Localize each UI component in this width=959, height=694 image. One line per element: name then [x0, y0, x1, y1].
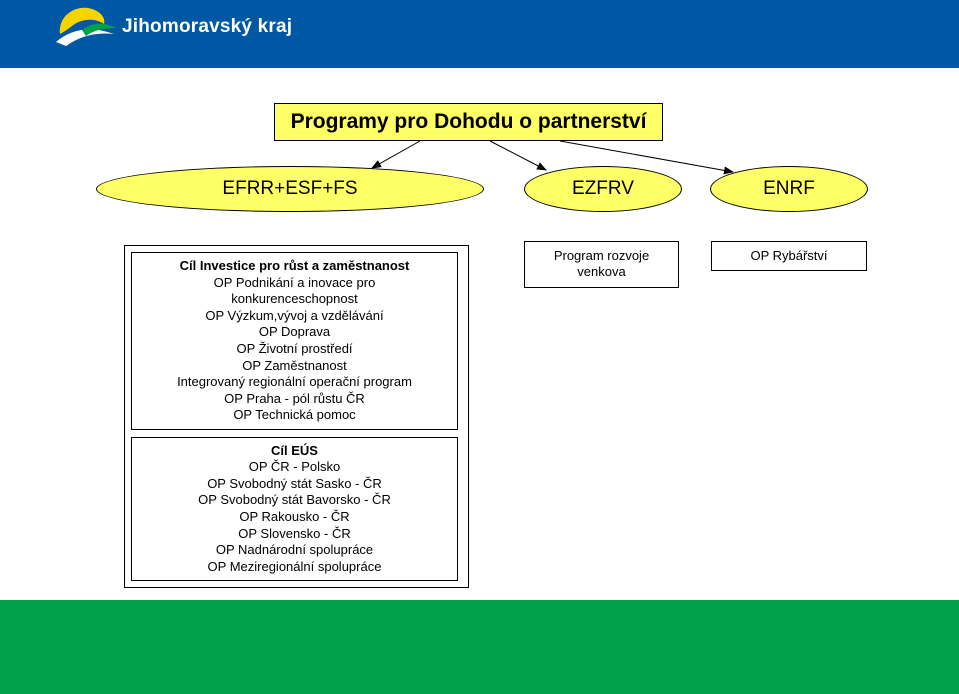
growth-goal-box: Cíl Investice pro růst a zaměstnanost OP…	[131, 252, 458, 430]
program-item: OP Svobodný stát Sasko - ČR	[207, 475, 382, 491]
arrow-to-ezfrv	[489, 140, 547, 171]
program-item: Integrovaný regionální operační program	[177, 374, 412, 390]
region-logo-icon	[56, 7, 116, 46]
program-item: OP Výzkum,vývoj a vzdělávání	[205, 307, 384, 323]
diagram-title: Programy pro Dohodu o partnerství	[274, 103, 663, 141]
arrow-to-enrf	[559, 140, 734, 175]
header-bar: Jihomoravský kraj	[0, 0, 959, 68]
fund-efrr-esf-fs: EFRR+ESF+FS	[96, 166, 484, 212]
fund-ezfrv: EZFRV	[524, 166, 682, 212]
program-item: OP Technická pomoc	[233, 407, 356, 423]
footer-bar	[0, 600, 959, 694]
fisheries-program-box: OP Rybářství	[711, 241, 867, 271]
growth-goal-heading: Cíl Investice pro růst a zaměstnanost	[179, 258, 410, 274]
program-item: OP Životní prostředí	[236, 341, 353, 356]
rural-development-program-label: Program rozvoje venkova	[553, 248, 650, 279]
program-item: OP Rakousko - ČR	[239, 509, 350, 524]
program-item: OP Podnikání a inovace pro konkurencesch…	[213, 274, 376, 307]
arrow-to-efrr	[371, 140, 421, 169]
program-item: OP Svobodný stát Bavorsko - ČR	[198, 492, 391, 508]
program-item: OP Slovensko - ČR	[238, 525, 351, 541]
program-item: OP Zaměstnanost	[242, 357, 347, 373]
program-item: OP Meziregionální spolupráce	[207, 558, 382, 574]
program-item: OP Doprava	[258, 324, 331, 340]
program-item: OP ČR - Polsko	[248, 459, 341, 475]
program-item: OP Praha - pól růstu ČR	[224, 390, 365, 406]
program-item: OP Nadnárodní spolupráce	[215, 542, 374, 558]
rural-development-program-box: Program rozvoje venkova	[524, 241, 679, 288]
eus-goal-heading: Cíl EÚS	[271, 442, 318, 458]
brand-name: Jihomoravský kraj	[122, 16, 293, 37]
eus-goal-box: Cíl EÚS OP ČR - Polsko OP Svobodný stát …	[131, 437, 458, 581]
fisheries-program-label: OP Rybářství	[750, 248, 828, 263]
fund-enrf: ENRF	[710, 166, 868, 212]
